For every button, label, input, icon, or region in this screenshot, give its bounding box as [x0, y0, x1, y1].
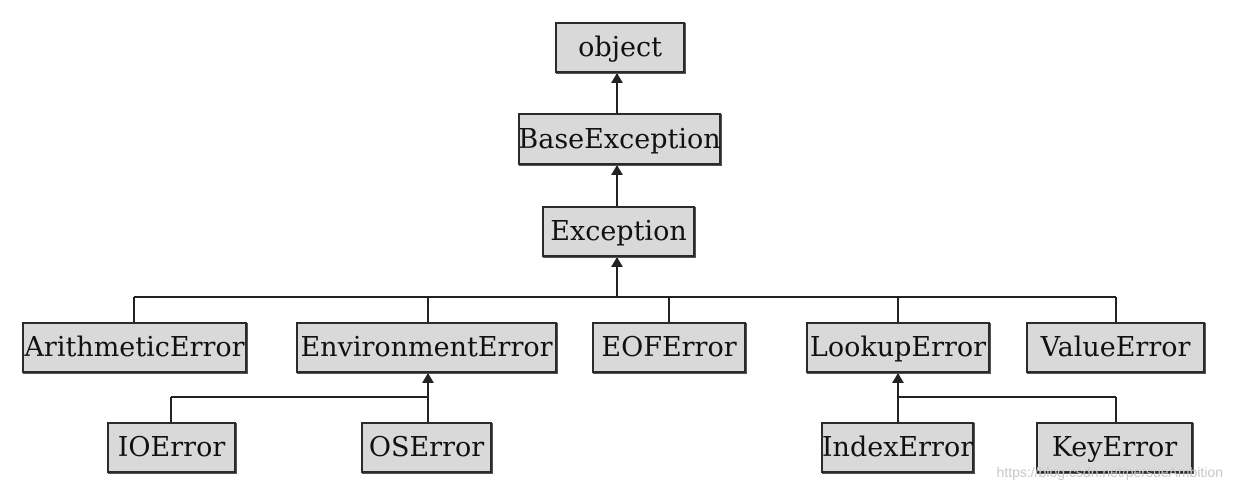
node-ioerror: IOError	[107, 422, 236, 473]
watermark-text: https://blog.csdn.net/persueAmbition	[996, 464, 1223, 480]
node-lookuperror: LookupError	[806, 322, 990, 373]
node-eoferror: EOFError	[592, 322, 746, 373]
node-keyerror: KeyError	[1036, 422, 1193, 473]
node-object: object	[555, 22, 685, 73]
node-oserror: OSError	[361, 422, 492, 473]
node-indexerror: IndexError	[821, 422, 974, 473]
node-exception: Exception	[542, 206, 695, 257]
node-arithmeticerror: ArithmeticError	[22, 322, 247, 373]
node-baseexception: BaseException	[518, 113, 721, 165]
node-environmenterror: EnvironmentError	[296, 322, 557, 373]
node-valueerror: ValueError	[1026, 322, 1205, 373]
